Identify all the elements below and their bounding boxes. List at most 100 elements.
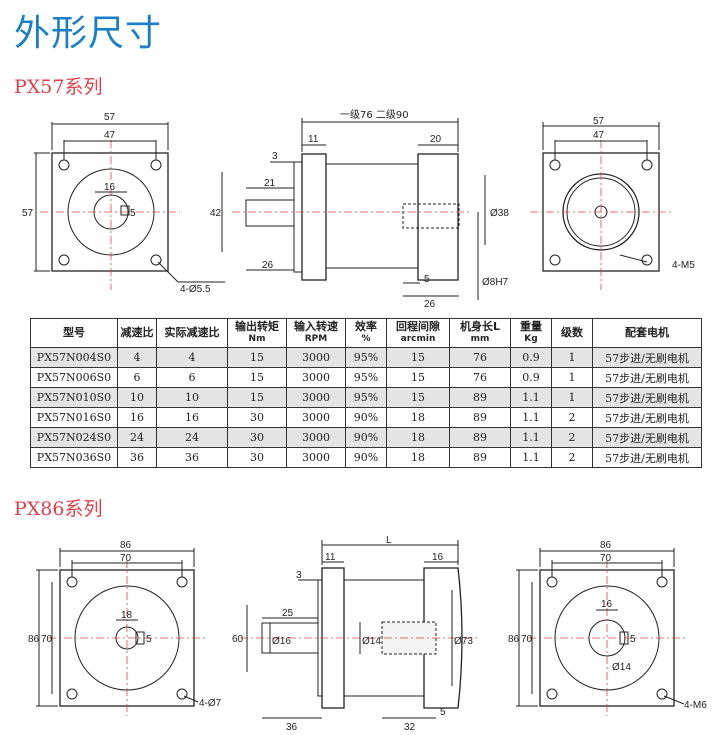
px57-dia-label: Ø38: [490, 208, 509, 219]
px57-flange-label: 11: [308, 134, 319, 145]
table-cell: 30: [227, 447, 287, 468]
px57-total-shaft-label: 26: [262, 260, 274, 271]
table-cell: 3000: [286, 447, 346, 468]
px86-back-height-outer-label: 86: [508, 634, 520, 645]
px57-back-width-label: 57: [593, 116, 605, 127]
table-cell: 3000: [286, 387, 346, 408]
px86-front-height-inner-label: 70: [41, 634, 53, 645]
table-cell: 57步进/无刷电机: [592, 447, 702, 468]
th-efficiency: 效率%: [345, 318, 387, 348]
px86-back-bore-dia-label: Ø14: [612, 662, 631, 673]
px57-shaft-label: 21: [264, 178, 276, 189]
px57-key-depth-label: 5: [424, 274, 430, 285]
table-cell: 4: [156, 347, 228, 368]
table-cell: PX57N016S0: [30, 407, 118, 428]
px86-front-view: [36, 548, 206, 716]
th-stages: 级数: [551, 318, 593, 348]
px86-holes-label: 4-Ø7: [199, 698, 222, 709]
table-cell: 24: [117, 427, 157, 448]
table-cell: 16: [117, 407, 157, 428]
table-cell: 16: [156, 407, 228, 428]
table-cell: 89: [449, 387, 511, 408]
px57-bore-label: 16: [104, 182, 116, 193]
table-cell: 57步进/无刷电机: [592, 347, 702, 368]
table-cell: 18: [386, 447, 450, 468]
table-cell: PX57N006S0: [30, 367, 118, 388]
px57-front-spacing-label: 47: [104, 130, 116, 141]
px86-back-bore-label: 16: [601, 599, 613, 610]
px86-back-spacing-label: 70: [600, 553, 612, 564]
px57-back-spacing-label: 47: [593, 130, 605, 141]
px86-front-height-outer-label: 86: [28, 634, 40, 645]
px57-front-height-label: 57: [22, 208, 34, 219]
table-cell: 1: [551, 387, 593, 408]
table-cell: 18: [386, 407, 450, 428]
table-cell: 1: [551, 347, 593, 368]
px57-back-view: [530, 122, 672, 290]
table-cell: 3000: [286, 407, 346, 428]
px86-key-depth-label: 5: [440, 707, 446, 718]
table-cell: 4: [117, 347, 157, 368]
px86-back-key-label: 5: [630, 634, 636, 645]
table-cell: 76: [449, 367, 511, 388]
table-cell: 89: [449, 427, 511, 448]
table-cell: 95%: [345, 347, 387, 368]
table-cell: 57步进/无刷电机: [592, 407, 702, 428]
table-cell: 76: [449, 347, 511, 368]
px86-back-holes-label: 4-M6: [684, 700, 707, 711]
table-cell: 0.9: [510, 347, 552, 368]
table-cell: 18: [386, 427, 450, 448]
table-cell: 15: [227, 387, 287, 408]
table-cell: 15: [386, 387, 450, 408]
px86-front-width-label: 86: [120, 540, 132, 551]
table-cell: 90%: [345, 407, 387, 428]
px86-step-label: 3: [296, 570, 302, 581]
table-cell: 90%: [345, 447, 387, 468]
px86-front-spacing-label: 70: [120, 553, 132, 564]
px57-front-width-label: 57: [104, 112, 116, 123]
table-cell: 36: [117, 447, 157, 468]
px57-key-label: 5: [130, 208, 136, 219]
series-title-px57: PX57系列: [14, 76, 103, 98]
px86-back-height-inner-label: 70: [521, 634, 533, 645]
px86-bore-len-label: 32: [404, 722, 416, 733]
px57-length-label: 一级76 二级90: [340, 109, 409, 121]
px57-side-view: [221, 118, 486, 300]
table-cell: 10: [117, 387, 157, 408]
table-cell: 2: [551, 447, 593, 468]
table-cell: 57步进/无刷电机: [592, 387, 702, 408]
table-cell: 1: [551, 367, 593, 388]
px86-shaft-label: 25: [282, 608, 294, 619]
table-cell: 89: [449, 407, 511, 428]
px57-end-label: 20: [430, 134, 442, 145]
table-cell: PX57N024S0: [30, 427, 118, 448]
px57-step-label: 3: [272, 151, 278, 162]
th-motor: 配套电机: [592, 318, 702, 348]
table-cell: PX57N036S0: [30, 447, 118, 468]
table-cell: 0.9: [510, 367, 552, 388]
table-cell: 95%: [345, 387, 387, 408]
px86-back-view: [516, 548, 686, 716]
table-cell: 90%: [345, 427, 387, 448]
series-title-px86: PX86系列: [14, 498, 103, 520]
table-cell: 15: [386, 367, 450, 388]
px57-drawings: 57 47 57 16 5 4-Ø5.5 一级76 二级90 11 20 3 2…: [22, 109, 695, 310]
table-cell: 6: [117, 367, 157, 388]
px86-length-label: L: [386, 535, 392, 546]
px86-drawings: 86 70 86 70 18 5 4-Ø7 L 11 16 3 25 60 Ø1…: [28, 535, 707, 733]
table-cell: 3000: [286, 427, 346, 448]
table-cell: 10: [156, 387, 228, 408]
px86-shaft-dia-label: Ø16: [272, 636, 291, 647]
page-title: 外形尺寸: [14, 13, 163, 54]
table-cell: 3000: [286, 367, 346, 388]
table-cell: 30: [227, 407, 287, 428]
px86-outer-dia-label: Ø73: [454, 636, 473, 647]
px86-key-label: 5: [146, 634, 152, 645]
